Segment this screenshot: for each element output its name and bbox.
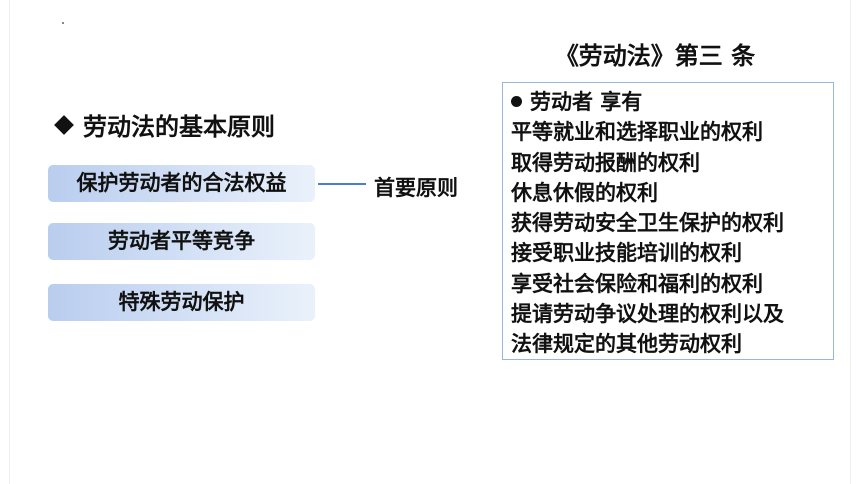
right-item: 提请劳动争议处理的权利以及 xyxy=(511,302,784,327)
principle-protect-rights: 保护劳动者的合法权益 xyxy=(48,165,315,202)
right-item: 休息休假的权利 xyxy=(511,180,658,205)
slide-frame xyxy=(9,0,851,484)
principle-special-protection: 特殊劳动保护 xyxy=(48,284,315,321)
law-article-title: 《劳动法》第三 条 xyxy=(554,42,756,70)
diamond-bullet-icon xyxy=(54,115,74,135)
connector-line xyxy=(318,183,366,185)
right-item: 接受职业技能培训的权利 xyxy=(511,241,742,266)
right-item: 法律规定的其他劳动权利 xyxy=(511,332,742,357)
dot-mark xyxy=(62,22,64,24)
principle-equal-competition: 劳动者平等竞争 xyxy=(48,223,315,260)
primary-principle-label: 首要原则 xyxy=(374,176,458,200)
principles-heading: 劳动法的基本原则 xyxy=(54,107,275,142)
right-item: 取得劳动报酬的权利 xyxy=(511,150,700,175)
right-item: 获得劳动安全卫生保护的权利 xyxy=(511,211,784,236)
principles-heading-text: 劳动法的基本原则 xyxy=(83,113,275,141)
rights-intro-text: 劳动者 享有 xyxy=(530,90,643,114)
right-item: 享受社会保险和福利的权利 xyxy=(511,271,763,296)
right-item: 平等就业和选择职业的权利 xyxy=(511,120,763,145)
bullet-dot-icon xyxy=(511,96,522,107)
rights-box: 劳动者 享有 平等就业和选择职业的权利 取得劳动报酬的权利 休息休假的权利 获得… xyxy=(502,82,834,360)
rights-intro: 劳动者 享有 xyxy=(511,87,833,117)
